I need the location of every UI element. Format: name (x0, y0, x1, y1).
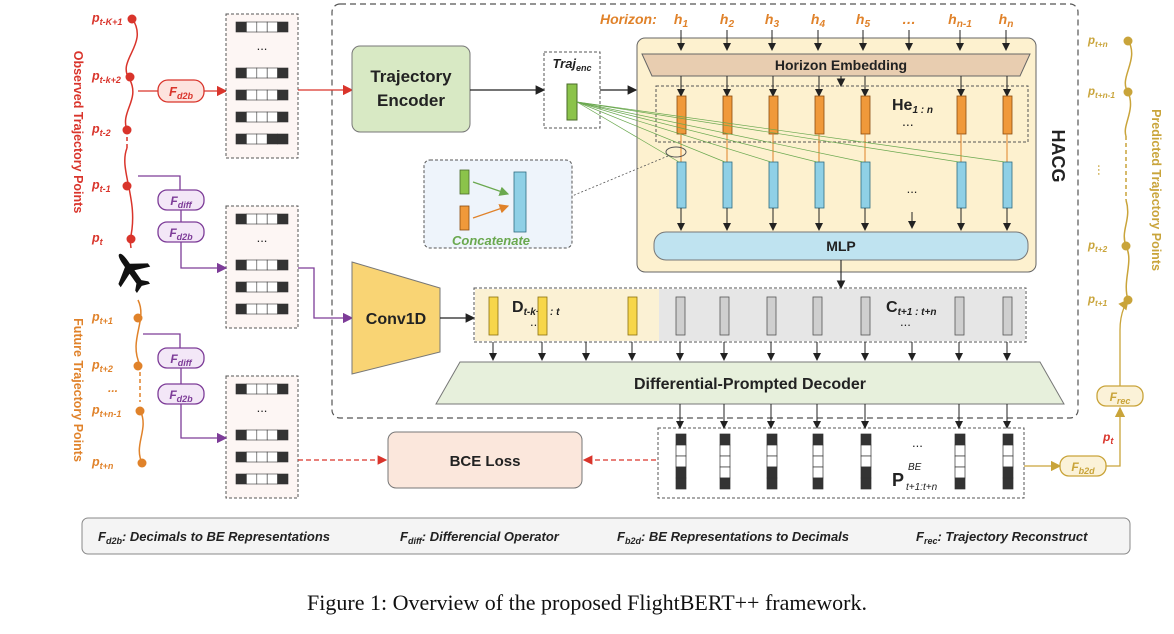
traj-enc-box: Trajenc (543, 51, 601, 129)
f-d2b-op-mid: Fd2b (157, 221, 205, 243)
horizon-token: h1 (674, 11, 689, 30)
svg-text:Fd2b: Fd2b (169, 388, 193, 404)
bce-loss-block: BCE Loss (387, 431, 583, 489)
hacg-label: HACG (1048, 130, 1068, 183)
predicted-point-label: pt+n (1087, 35, 1108, 49)
legend-box (81, 517, 1131, 555)
legend-item: Fd2b: Decimals to BE Representations (98, 529, 330, 546)
decoder-block: Differential-Prompted Decoder (435, 361, 1065, 405)
he-box (655, 85, 1029, 143)
stack-ellipsis: ... (257, 400, 268, 415)
mlp-input-ellipsis: ... (907, 181, 918, 196)
observed-point-label: pt (91, 231, 104, 247)
predicted-point-label: pt+n-1 (1087, 86, 1115, 100)
he-ellipsis: ... (902, 113, 914, 129)
predicted-point-label: pt+1 (1087, 294, 1108, 308)
hacg-block (636, 37, 1037, 273)
trajectory-encoder: Trajectory Encoder (351, 45, 471, 133)
p-ellipsis: ... (912, 435, 923, 450)
svg-text:Horizon Embedding: Horizon Embedding (775, 57, 907, 73)
f-diff-op-low: Fdiff (157, 347, 205, 369)
horizon-row: h1 h2 h3 h4 h5 … hn-1 hn (674, 11, 1014, 51)
stack-ellipsis: ... (257, 38, 268, 53)
future-side-label: Future Trajectory Points (71, 318, 85, 462)
airplane-icon (118, 253, 151, 293)
p-sub: t+1:t+n (906, 482, 938, 493)
p-sup: BE (908, 462, 922, 473)
svg-text:Fd2b: Fd2b (169, 226, 193, 242)
svg-text:Fb2d: Fb2d (1071, 460, 1095, 476)
c-ellipsis: ... (900, 314, 911, 329)
legend-item: Fb2d: BE Representations to Decimals (617, 529, 849, 546)
mlp-block: MLP (653, 231, 1029, 261)
f-d2b-op-top: Fd2b (157, 79, 205, 103)
future-trajectory (133, 299, 147, 468)
be-stack-diff-future: ... (225, 375, 299, 499)
observed-point-label: pt-2 (91, 122, 111, 138)
observed-side-label: Observed Trajectory Points (71, 51, 85, 214)
horizon-label: Horizon: (600, 11, 657, 27)
f-rec-op: Frec (1096, 385, 1144, 407)
horizon-token: hn (999, 11, 1014, 30)
future-point-label: pt+n (91, 455, 114, 471)
observed-point-label: pt-K+1 (91, 11, 122, 27)
concatenate-inset: Concatenate (423, 159, 573, 249)
p-row (657, 427, 1025, 499)
observed-point-label: pt-k+2 (91, 69, 121, 85)
svg-text:Trajectory: Trajectory (370, 67, 452, 86)
pt-label-right: pt (1102, 430, 1114, 446)
d-ellipsis: ... (530, 314, 541, 329)
concat-ring (665, 146, 687, 158)
observed-trajectory (122, 14, 139, 249)
legend-item: Fdiff: Differencial Operator (400, 529, 560, 546)
horizon-token: hn-1 (948, 11, 972, 30)
svg-text:Trajenc: Trajenc (552, 56, 591, 73)
dc-bars (488, 296, 1013, 361)
svg-text:Fdiff: Fdiff (170, 194, 192, 210)
be-stack-diff-observed: ... (225, 205, 299, 329)
horizon-token: h2 (720, 11, 735, 30)
svg-text:Conv1D: Conv1D (366, 311, 426, 328)
observed-point-label: pt-1 (91, 178, 111, 194)
predicted-point-label: pt+2 (1087, 240, 1108, 254)
future-ellipsis: ... (108, 381, 118, 395)
svg-text:Frec: Frec (1110, 390, 1131, 406)
svg-text:BCE Loss: BCE Loss (450, 453, 521, 470)
predicted-side-label: Predicted Trajectory Points (1149, 109, 1163, 271)
f-b2d-op: Fb2d (1059, 455, 1107, 477)
p-label: P (892, 470, 904, 490)
figure-caption: Figure 1: Overview of the proposed Fligh… (307, 590, 867, 615)
legend-item: Frec: Trajectory Reconstruct (916, 529, 1088, 546)
he-label: He1 : n (892, 97, 933, 116)
output-be-bars (675, 404, 1014, 490)
future-point-label: pt+2 (91, 358, 113, 374)
svg-text:Fd2b: Fd2b (169, 84, 193, 101)
horizon-token: h5 (856, 11, 871, 30)
future-point-label: pt+n-1 (91, 403, 121, 419)
horizon-embedding: Horizon Embedding (641, 53, 1031, 77)
svg-text:Fdiff: Fdiff (170, 352, 192, 368)
model-boundary (331, 3, 1079, 419)
horizon-token: h4 (811, 11, 826, 30)
f-d2b-op-low: Fd2b (157, 383, 205, 405)
dc-row (473, 287, 1027, 343)
future-point-label: pt+1 (91, 310, 113, 326)
stack-ellipsis: ... (257, 230, 268, 245)
f-diff-op-mid: Fdiff (157, 189, 205, 211)
horizon-token: h3 (765, 11, 780, 30)
be-stack-observed: ... (225, 13, 299, 159)
svg-text:Encoder: Encoder (377, 91, 445, 110)
svg-text:Differential-Prompted Decoder: Differential-Prompted Decoder (634, 376, 866, 393)
horizon-token: … (902, 11, 916, 27)
svg-text:MLP: MLP (826, 238, 856, 254)
predicted-dots: ... (1095, 164, 1111, 176)
hacg-bars: ... (576, 76, 1013, 231)
predicted-trajectory (1121, 36, 1133, 305)
legend: Fd2b: Decimals to BE Representations Fdif… (98, 529, 1088, 546)
conv1d-block: Conv1D (351, 261, 441, 375)
c-label: Ct+1 : t+n (886, 299, 936, 318)
svg-text:Concatenate: Concatenate (452, 233, 530, 248)
